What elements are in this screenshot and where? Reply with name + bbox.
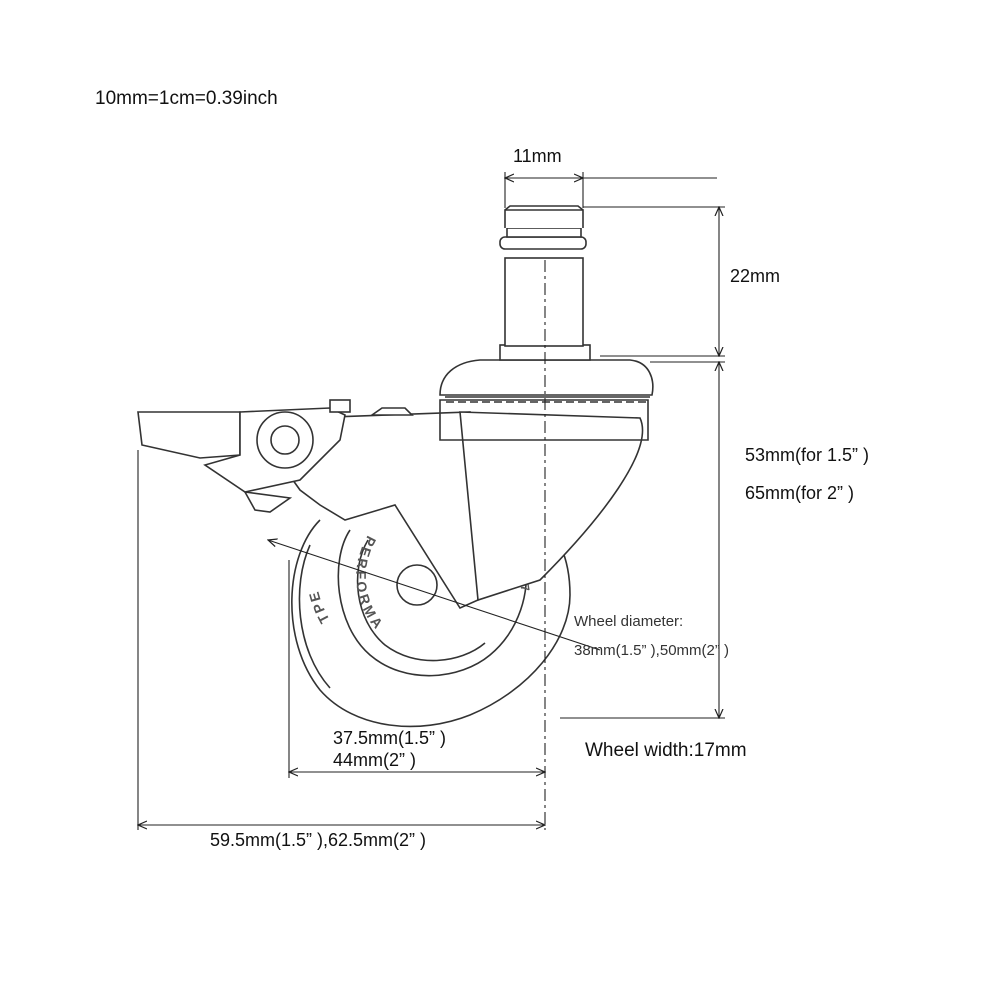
overall-length-label: 59.5mm(1.5” ),62.5mm(2” ) <box>210 830 427 850</box>
dimension-lines <box>138 172 725 830</box>
mount-plate <box>439 359 654 403</box>
brake-lever <box>137 399 414 513</box>
stem-width-label: 11mm <box>513 146 562 166</box>
wheel-hub-ring <box>337 529 528 677</box>
wheel-diameter-values: 38mm(1.5” ),50mm(2” ) <box>574 642 730 659</box>
height-label-2: 65mm(for 2” ) <box>745 483 855 503</box>
stem-height-label: 22mm <box>730 266 781 286</box>
wheel-tread-inner <box>298 544 331 689</box>
height-label-1-5: 53mm(for 1.5” ) <box>745 445 870 465</box>
unit-conversion-note: 10mm=1cm=0.39inch <box>95 88 278 109</box>
offset-label-1-5: 37.5mm(1.5” ) <box>333 728 447 748</box>
wheel-width-label: Wheel width:17mm <box>585 740 747 761</box>
wheel-diameter-title: Wheel diameter: <box>574 613 684 630</box>
offset-label-2: 44mm(2” ) <box>333 750 417 770</box>
axle <box>396 564 438 606</box>
